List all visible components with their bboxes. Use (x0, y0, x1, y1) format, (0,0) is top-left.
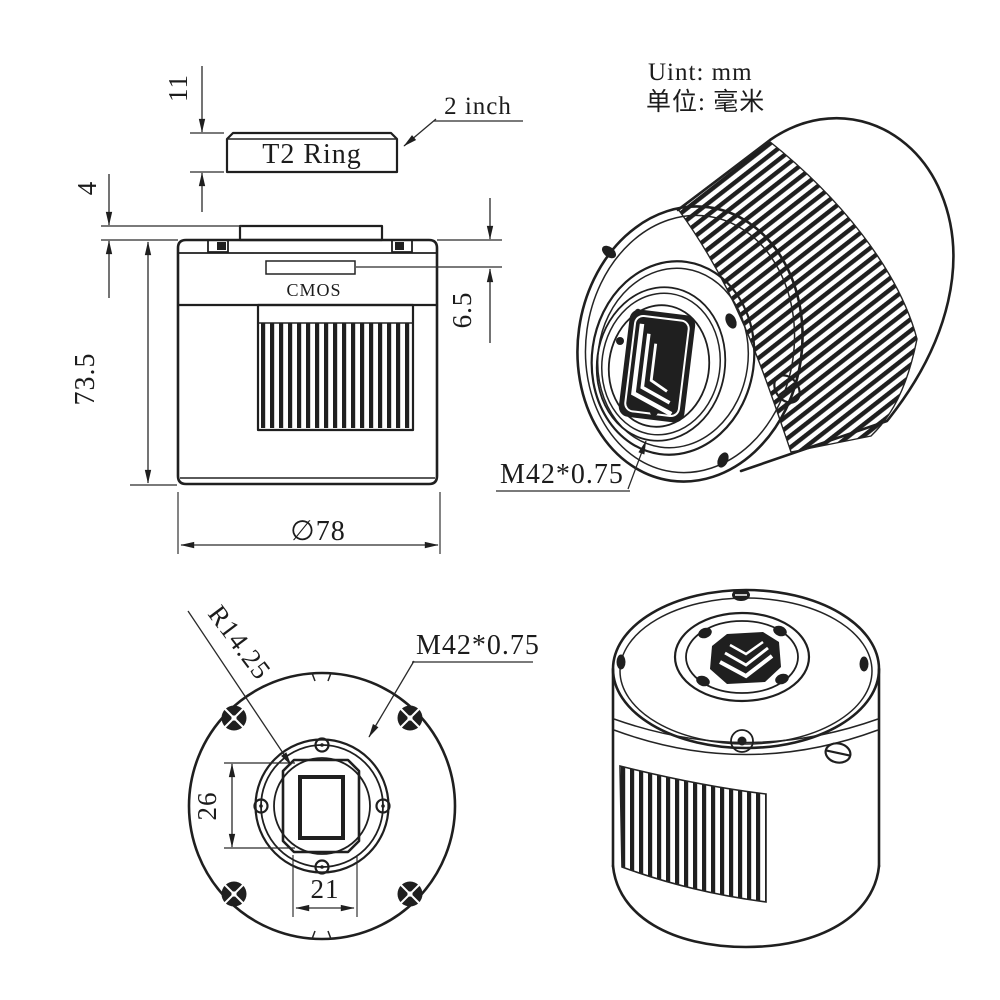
top-plate (238, 224, 384, 242)
iso-front-hub-screw-top (634, 308, 642, 316)
iso-front-thread-leader (627, 440, 647, 490)
cmos-window (265, 260, 356, 275)
dim-65-text: 6.5 (447, 292, 477, 329)
iso-front-hub-outer (590, 260, 756, 456)
dim-11-text: 11 (163, 74, 193, 102)
heatsink-recess (256, 303, 415, 432)
iso-top-recess-screw-br (775, 673, 789, 685)
front-view-bottom-notch (311, 930, 332, 940)
iso-top-face-outer (611, 588, 881, 750)
iso-front-flange-screw-bottom (717, 452, 729, 468)
iso-front-bore (607, 304, 711, 428)
front-view-sensor (298, 775, 345, 840)
iso-front-hub-screw-left (616, 337, 624, 345)
iso-front-silhouette (676, 116, 955, 473)
ring-screw (314, 859, 330, 875)
t2-ring-side-view: T2 Ring 11 2 inch (163, 66, 523, 212)
sensor-chevron-3 (729, 640, 764, 656)
front-view-corner-screws (221, 705, 423, 907)
camera-front-view: 26 21 R14.25 M42*0.75 (187, 600, 540, 941)
camera-side-view: CMOS 4 73.5 6.5 ∅78 (70, 174, 502, 554)
dim-78-text: ∅78 (290, 516, 345, 547)
left-clip-screw (217, 242, 226, 250)
two-inch-leader-arrow (403, 118, 437, 147)
iso-top-recess-screw-tl (698, 627, 712, 639)
front-view-ring-screws (253, 737, 391, 875)
iso-top-recess-inner (685, 620, 799, 694)
right-clip-screw (395, 242, 404, 250)
iso-top-band-line-2 (613, 729, 879, 756)
corner-screw (397, 705, 423, 731)
sensor-window-dark (710, 632, 781, 684)
iso-front-side-screw (773, 374, 801, 404)
iso-top-recess-screw-tr (773, 625, 787, 637)
iso-front-thread-inner (600, 292, 722, 436)
cmos-label: CMOS (286, 280, 341, 300)
iso-front-sensor-window (618, 309, 696, 423)
front-view-radius-leader (187, 610, 292, 766)
rim-screw-left (616, 654, 626, 670)
camera-iso-front-view: M42*0.75 (496, 116, 955, 492)
two-inch-callout-text: 2 inch (444, 93, 512, 120)
rim-screw-right (859, 656, 869, 672)
left-clip (207, 239, 229, 253)
sensor-window-chevron-1 (631, 323, 673, 417)
t2-ring-label: T2 Ring (262, 139, 362, 170)
iso-top-sensor-window (710, 632, 781, 684)
iso-top-bottom-arc (611, 864, 881, 949)
heatsink-fins (260, 323, 411, 428)
dim-4-text: 4 (72, 181, 102, 196)
side-screw-slot (826, 749, 850, 757)
sensor-chevron-2 (724, 646, 769, 667)
side-screw-head (824, 742, 852, 764)
rim-screw-front (730, 729, 754, 753)
iso-front-flange-inner (584, 214, 796, 474)
iso-top-recess-outer (673, 611, 811, 703)
front-view-thread-callout: M42*0.75 (416, 630, 540, 661)
front-view-bore-circle (273, 757, 371, 855)
front-view-thread-leader (368, 660, 415, 738)
corner-screw (397, 881, 423, 907)
front-view-radius-text: R14.25 (202, 600, 277, 686)
sensor-window-chevron-2 (640, 333, 671, 405)
front-view-top-notch (311, 672, 332, 682)
front-view-sensor-holder (281, 758, 361, 854)
corner-screw (221, 881, 247, 907)
side-screw-head (773, 374, 801, 404)
dim-73-text: 73.5 (70, 353, 101, 406)
sensor-chevron-1 (719, 654, 774, 679)
camera-iso-top-view (611, 588, 881, 949)
dim-21-text: 21 (311, 874, 340, 904)
iso-front-hub-screw-bottom (650, 408, 658, 416)
iso-front-thread-callout: M42*0.75 (500, 459, 624, 490)
unit-note-cn: 单位: 毫米 (646, 88, 765, 116)
iso-top-recess-screw-bl (696, 675, 710, 687)
iso-front-flange-screw-right (725, 313, 737, 329)
dim-26-text: 26 (192, 792, 222, 821)
ring-screw (375, 798, 391, 814)
right-clip (391, 239, 413, 253)
iso-top-rim-screws (616, 589, 869, 753)
iso-front-flange-screw-top-left (601, 245, 617, 259)
sensor-window-chevron-3 (649, 343, 668, 393)
iso-front-thread-outer (595, 286, 727, 442)
front-view-outer-circle (187, 671, 457, 941)
camera-body-outline (176, 238, 439, 486)
corner-screw (221, 705, 247, 731)
side-screw-slot (778, 382, 796, 396)
rim-screw-front-center (737, 736, 747, 746)
iso-top-heatsink-fins (619, 764, 767, 903)
unit-note-en: Uint: mm (648, 59, 753, 86)
ring-screw (314, 737, 330, 753)
iso-front-flange-outer (576, 205, 804, 483)
iso-top-side-screw (824, 742, 852, 764)
unit-note: Uint: mm 单位: 毫米 (646, 59, 765, 116)
ring-screw (253, 798, 269, 814)
